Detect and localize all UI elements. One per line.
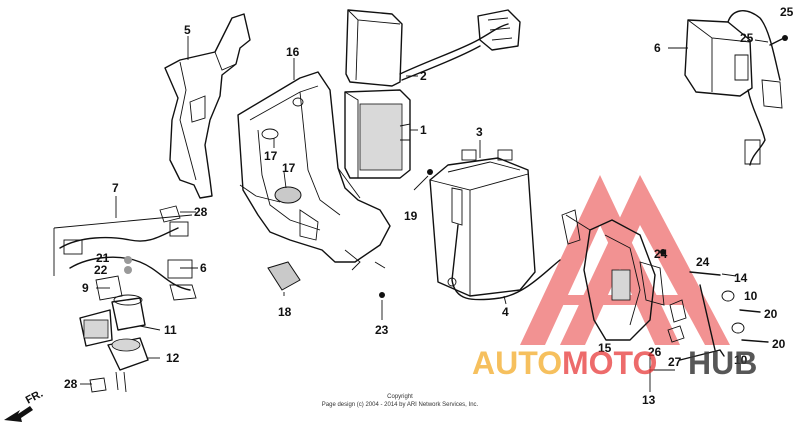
callout-labels: 5 16 2 1 3 17 17 19 18 23 4 6 25 25 7 28… (64, 5, 794, 407)
screws (379, 169, 433, 298)
copyright-line-2: Page design (c) 2004 - 2014 by ARI Netwo… (322, 402, 479, 408)
part-2-control-unit (345, 9, 521, 87)
callout-22: 22 (94, 263, 108, 277)
part-11-relay (79, 256, 146, 347)
fasteners-10-20 (660, 249, 769, 343)
part-28-clip-top (159, 205, 181, 223)
callout-28-top: 28 (194, 205, 208, 219)
callout-13: 13 (642, 393, 656, 407)
callout-17-upper: 17 (264, 149, 278, 163)
leader-lines (80, 36, 769, 392)
part-28-clip-bottom (89, 377, 107, 393)
callout-16: 16 (286, 45, 300, 59)
watermark-text-hub: HUB (688, 345, 757, 381)
part-4-cable (447, 224, 561, 301)
watermark-text-auto: AUTO (472, 345, 562, 381)
part-17-cushion (274, 186, 302, 204)
callout-3: 3 (476, 125, 483, 139)
part-16-battery-box (237, 71, 391, 271)
callout-25-top: 25 (780, 5, 794, 19)
part-3-battery (429, 149, 536, 297)
callout-17-lower: 17 (282, 161, 296, 175)
callout-5: 5 (184, 23, 191, 37)
callout-7: 7 (112, 181, 119, 195)
callout-2: 2 (420, 69, 427, 83)
part-12-relay (107, 337, 149, 393)
callout-11: 11 (164, 323, 177, 337)
callout-23: 23 (375, 323, 389, 337)
part-6-regulator (684, 10, 788, 166)
callout-10-lower: 10 (734, 353, 748, 367)
part-5-bracket-cover (164, 13, 251, 199)
part-18-pad (267, 261, 301, 291)
callout-20-lower: 20 (772, 337, 786, 351)
part-14-rod (667, 271, 725, 361)
callout-9: 9 (82, 281, 89, 295)
watermark-text: AUTO MOTO HUB (472, 345, 757, 381)
callout-20-upper: 20 (764, 307, 778, 321)
fr-direction-arrow: FR. (4, 388, 45, 422)
callout-15: 15 (598, 341, 612, 355)
callout-28-bottom: 28 (64, 377, 78, 391)
part-15-holder (561, 209, 665, 341)
callout-1: 1 (420, 123, 427, 137)
watermark-text-moto: MOTO (562, 345, 657, 381)
callout-24-left: 24 (654, 247, 668, 261)
callout-6-left: 6 (200, 261, 207, 275)
callout-4: 4 (502, 305, 509, 319)
callout-14: 14 (734, 271, 748, 285)
part-1-case (344, 89, 411, 179)
callout-25-mid: 25 (740, 31, 754, 45)
callout-27: 27 (668, 355, 682, 369)
copyright: Copyright Page design (c) 2004 - 2014 by… (322, 394, 479, 408)
callout-21: 21 (96, 251, 110, 265)
callout-6: 6 (654, 41, 661, 55)
part-7-wiring (53, 214, 197, 301)
callout-19: 19 (404, 209, 418, 223)
fr-label: FR. (24, 388, 45, 407)
callout-26: 26 (648, 345, 662, 359)
callout-18: 18 (278, 305, 292, 319)
callout-24-right: 24 (696, 255, 710, 269)
callout-10-upper: 10 (744, 289, 758, 303)
callout-12: 12 (166, 351, 180, 365)
copyright-line-1: Copyright (387, 394, 413, 400)
